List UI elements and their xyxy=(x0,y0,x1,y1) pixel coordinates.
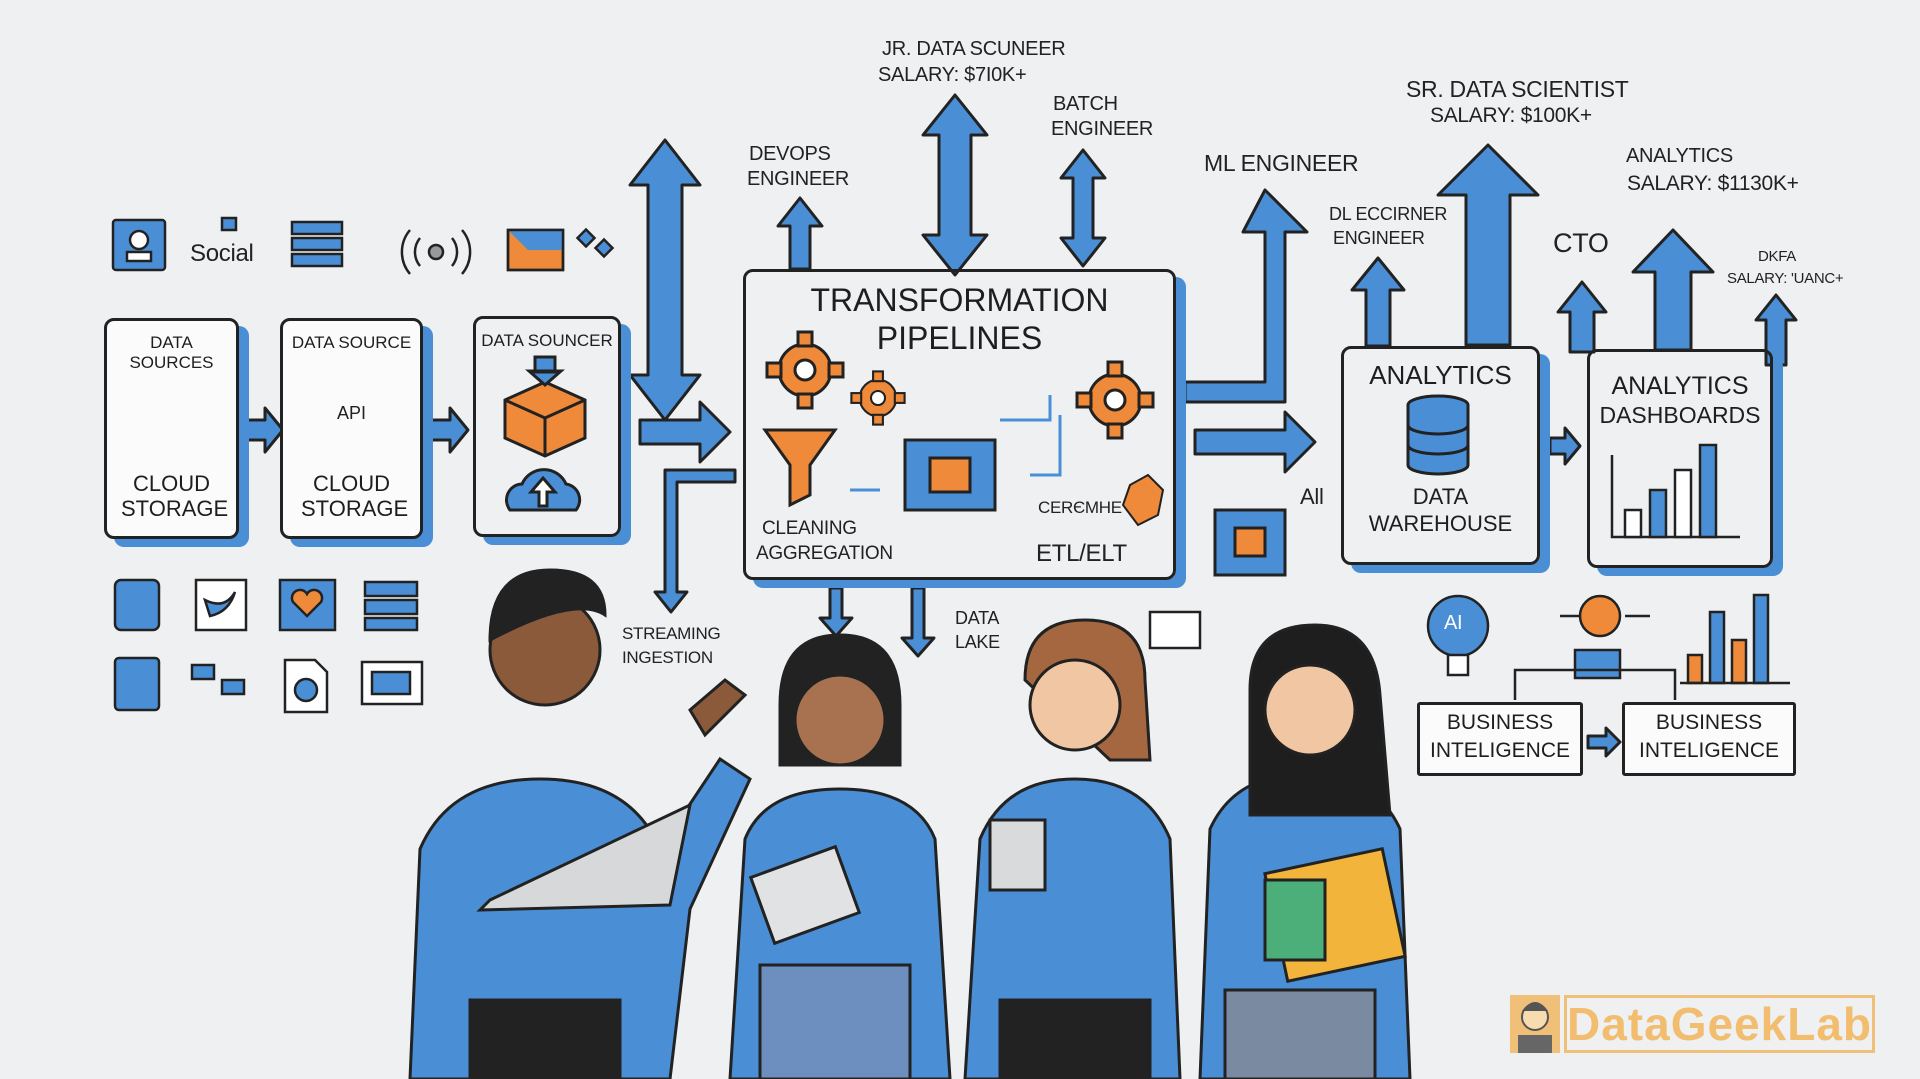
devops-label-1: DEVOPS xyxy=(749,143,831,165)
top-icon-row xyxy=(111,216,615,275)
batch-label-2: ENGINEER xyxy=(1051,118,1154,140)
flow-arrow xyxy=(638,400,732,464)
cleaning-label: CLEANING xyxy=(762,518,857,539)
data-lake-label-1: DATA xyxy=(955,608,1000,628)
dkfa-arrow xyxy=(1754,293,1798,367)
ceremhe-label: CERЄMHE xyxy=(1038,498,1122,517)
chip-icon xyxy=(1213,508,1287,577)
bi-box-2: BUSINESS INTELIGENCE xyxy=(1622,702,1796,776)
api-label: API xyxy=(336,403,366,423)
etl-label: ETL/ELT xyxy=(1036,540,1127,567)
all-label: All xyxy=(1300,484,1324,509)
source-box-2: DATA SOURCE API CLOUD STORAGE xyxy=(280,318,423,539)
dl-label-1: DL ECCIRNER xyxy=(1329,204,1448,224)
dashboards-title-2: DASHBOARDS xyxy=(1599,402,1761,428)
sr-salary: SALARY: $100K+ xyxy=(1430,104,1592,127)
devops-arrow xyxy=(776,196,824,271)
streaming-label-2: INGESTION xyxy=(622,648,713,667)
analytics-warehouse-box: ANALYTICS DATA WAREHOUSE xyxy=(1341,346,1540,565)
dashboards-title-1: ANALYTICS xyxy=(1611,372,1749,400)
bi-line-1: BUSINESS xyxy=(1655,711,1763,734)
social-label: Social xyxy=(190,240,254,267)
cto-arrow xyxy=(1556,280,1608,354)
bi-line-2: INTELIGENCE xyxy=(1429,739,1571,762)
analytics-role-title: ANALYTICS xyxy=(1626,145,1733,167)
envelope-icon xyxy=(1148,610,1202,650)
dkfa-title: DKFA xyxy=(1758,248,1796,265)
flow-arrow xyxy=(1548,426,1582,466)
source-box-1: DATA SOURCES CLOUD STORAGE xyxy=(104,318,239,539)
person-2 xyxy=(728,633,952,1079)
transformation-box: TRANSFORMATION PIPELINES xyxy=(743,269,1176,580)
warehouse-caption-2: WAREHOUSE xyxy=(1368,511,1513,536)
ml-arrow xyxy=(1183,188,1309,404)
person-1 xyxy=(408,568,752,1079)
brain-icon xyxy=(1578,594,1622,638)
streaming-label-1: STREAMING xyxy=(622,624,721,643)
source-box-3: DATA SOUNCER xyxy=(473,316,621,537)
person-4 xyxy=(1198,623,1412,1079)
sr-title: SR. DATA SCIENTIST xyxy=(1406,76,1629,102)
batch-label-1: BATCH xyxy=(1053,93,1118,115)
source-icon-grid xyxy=(113,578,424,714)
streaming-arrow xyxy=(653,468,737,614)
bi-line-2: INTELIGENCE xyxy=(1638,739,1780,762)
flow-arrow xyxy=(243,406,285,454)
source-title: DATA SOURCES xyxy=(129,333,214,372)
ml-engineer-label: ML ENGINEER xyxy=(1204,150,1359,176)
data-lake-label-2: LAKE xyxy=(955,632,1000,652)
analytics-role-salary: SALARY: $1130K+ xyxy=(1627,172,1799,195)
analytics-title: ANALYTICS xyxy=(1369,360,1512,390)
cto-label: CTO xyxy=(1553,228,1609,258)
down-arrow xyxy=(818,586,854,638)
analytics-arrow xyxy=(1631,228,1715,352)
rock-icon xyxy=(1121,473,1165,527)
geek-mascot-icon xyxy=(1510,995,1560,1053)
devops-label-2: ENGINEER xyxy=(747,168,850,190)
flow-arrow xyxy=(428,406,470,454)
dl-arrow xyxy=(1350,256,1406,348)
bi-line-1: BUSINESS xyxy=(1446,711,1554,734)
source-title: DATA SOUNCER xyxy=(481,331,613,350)
dkfa-salary: SALARY: 'UANC+ xyxy=(1727,270,1844,287)
jr-salary: SALARY: $7ι0K+ xyxy=(878,64,1027,86)
chip-icon xyxy=(903,438,997,512)
vertical-arrow xyxy=(628,138,702,422)
transformation-title: TRANSFORMATION xyxy=(810,282,1109,318)
people xyxy=(408,568,1412,1079)
source-caption: CLOUD STORAGE xyxy=(301,471,409,522)
transformation-subtitle: PIPELINES xyxy=(876,320,1043,356)
funnel-icon xyxy=(762,428,838,508)
sr-arrow xyxy=(1436,143,1540,347)
aggregation-label: AGGREGATION xyxy=(756,543,893,564)
jr-title: JR. DATA SCUNEER xyxy=(882,38,1066,60)
batch-arrow xyxy=(1059,148,1107,268)
flow-arrow xyxy=(1193,410,1317,474)
source-caption: CLOUD STORAGE xyxy=(121,471,229,522)
ai-label: AI xyxy=(1444,612,1463,634)
analytics-dashboards-box: ANALYTICS DASHBOARDS xyxy=(1587,349,1773,568)
flow-arrow xyxy=(1586,726,1622,758)
jr-arrow xyxy=(921,93,989,277)
down-arrow xyxy=(900,586,936,658)
dl-label-2: ENGINEER xyxy=(1333,228,1425,248)
dashboard-chart xyxy=(1610,443,1740,539)
warehouse-caption-1: DATA xyxy=(1412,484,1469,509)
logo-text: DataGeekLab xyxy=(1563,995,1875,1053)
source-title: DATA SOURCE xyxy=(291,333,412,352)
datageeklab-logo: DataGeekLab xyxy=(1510,995,1875,1053)
bi-box-1: BUSINESS INTELIGENCE xyxy=(1417,702,1583,776)
person-3 xyxy=(963,618,1182,1079)
